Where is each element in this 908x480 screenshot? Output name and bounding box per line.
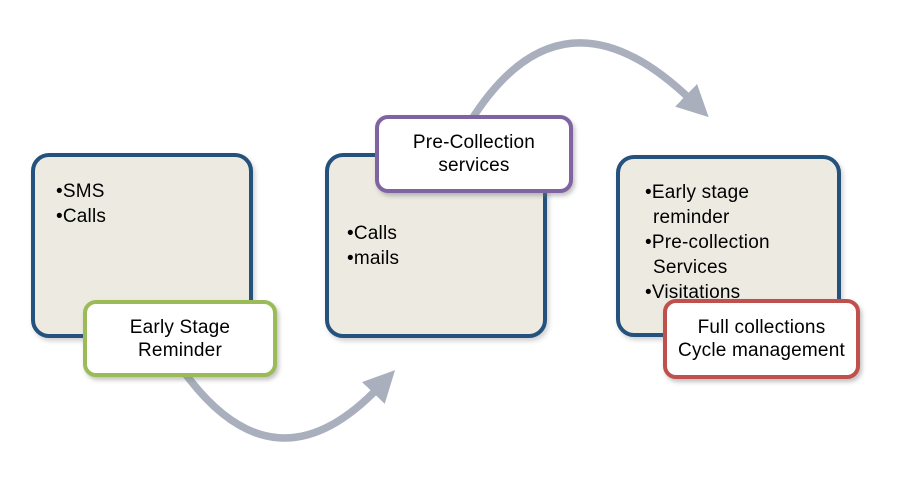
label-pre-collection-services: Pre-Collection services [375, 115, 573, 193]
bullet-item: Calls [347, 221, 533, 246]
bullet-item: Visitations [645, 280, 815, 305]
bullet-item: Early stage reminder [645, 180, 815, 230]
label-text: Early Stage Reminder [129, 316, 231, 361]
curved-arrow-pre-collection-to-full-cycle-icon [466, 39, 709, 124]
bullet-item: Pre-collection Services [645, 230, 815, 280]
bullet-item: mails [347, 246, 533, 271]
bullet-list: Calls mails [329, 157, 543, 271]
label-text: Full collections Cycle management [678, 317, 845, 361]
label-text: Pre-Collection services [412, 132, 536, 176]
curved-arrow-early-to-pre-collection-icon [180, 369, 396, 442]
bullet-list: SMS Calls [35, 157, 249, 229]
label-early-stage-reminder: Early Stage Reminder [83, 300, 277, 377]
bullet-item: SMS [56, 179, 239, 204]
label-full-collections-cycle: Full collections Cycle management [663, 299, 860, 379]
bullet-item: Calls [56, 204, 239, 229]
bullet-list: Early stage reminder Pre-collection Serv… [620, 159, 837, 305]
